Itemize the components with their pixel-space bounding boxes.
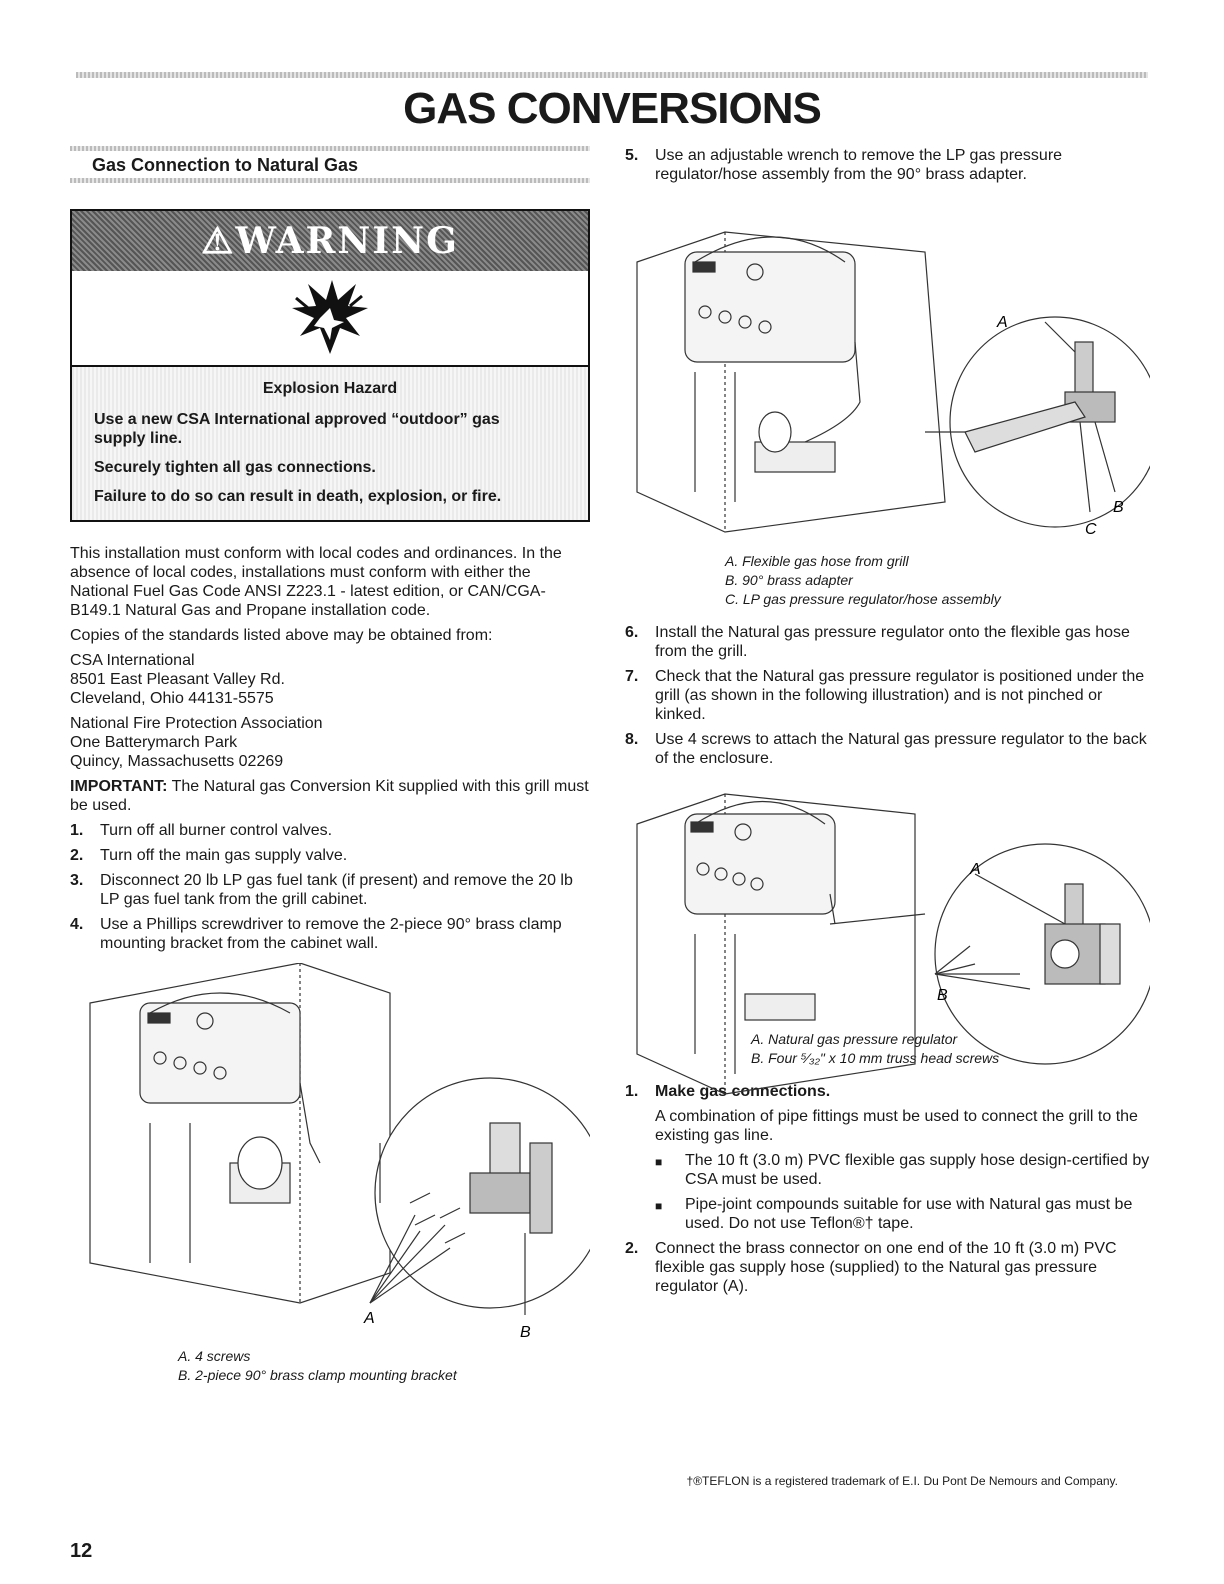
page-title: GAS CONVERSIONS xyxy=(403,84,822,133)
warning-line-1: Use a new CSA International approved “ou… xyxy=(94,411,500,447)
important-note: IMPORTANT: The Natural gas Conversion Ki… xyxy=(70,777,590,815)
step-text: Use a Phillips screwdriver to remove the… xyxy=(100,916,562,952)
caption-line: B. 2-piece 90° brass clamp mounting brac… xyxy=(178,1367,457,1383)
warning-header: ⚠WARNING xyxy=(72,211,588,271)
step-text: Disconnect 20 lb LP gas fuel tank (if pr… xyxy=(100,872,573,908)
left-column: Gas Connection to Natural Gas ⚠WARNING E… xyxy=(70,146,606,1383)
caption-line: B. Four ⁵⁄₃₂" x 10 mm truss head screws xyxy=(751,1050,1000,1066)
step-5-list: 5. Use an adjustable wrench to remove the… xyxy=(625,146,1150,184)
warning-text: Explosion Hazard Use a new CSA Internati… xyxy=(72,365,588,520)
footnote: †®TEFLON is a registered trademark of E.… xyxy=(686,1474,1118,1488)
bullet-item: ■ Pipe-joint compounds suitable for use w… xyxy=(655,1195,1150,1233)
step-number: 1. xyxy=(70,822,84,839)
right-column: 5. Use an adjustable wrench to remove the… xyxy=(625,146,1161,1302)
figure-label-b: B xyxy=(520,1324,531,1341)
figure-label-a: A xyxy=(996,314,1008,331)
bullet-item: ■ The 10 ft (3.0 m) PVC flexible gas supp… xyxy=(655,1151,1150,1189)
step-number: 7. xyxy=(625,668,639,685)
bullet-text: Pipe-joint compounds suitable for use wi… xyxy=(685,1196,1133,1232)
step-item: 2. Turn off the main gas supply valve. xyxy=(70,846,590,865)
step-item: 5. Use an adjustable wrench to remove the… xyxy=(625,146,1150,184)
warning-label: ⚠WARNING xyxy=(201,220,459,262)
address-line: One Batterymarch Park xyxy=(70,734,238,751)
bullet-square-icon: ■ xyxy=(655,1199,663,1213)
step-text: Turn off the main gas supply valve. xyxy=(100,847,348,864)
caption-line: A. Flexible gas hose from grill xyxy=(725,553,909,569)
page-number: 12 xyxy=(70,1540,93,1562)
warning-line-2: Securely tighten all gas connections. xyxy=(94,459,376,476)
address-line: National Fire Protection Association xyxy=(70,715,323,732)
step-number: 2. xyxy=(70,847,84,864)
wrench-figure: A B C xyxy=(625,192,1161,552)
step-number: 4. xyxy=(70,916,84,933)
figure-label-c: C xyxy=(1085,521,1097,538)
warning-box: ⚠WARNING Explosion Hazard Use a new CSA … xyxy=(70,209,590,522)
warning-line-3: Failure to do so can result in death, ex… xyxy=(94,488,502,505)
figure-caption: A. Natural gas pressure regulator B. Fou… xyxy=(751,1030,1150,1068)
step-number: 6. xyxy=(625,624,639,641)
step-text: Use an adjustable wrench to remove the L… xyxy=(655,147,1063,183)
intro-paragraph: This installation must conform with loca… xyxy=(70,545,562,619)
step-number: 8. xyxy=(625,731,639,748)
grill-bracket-illustration: A B xyxy=(89,962,606,1341)
step-number: 1. xyxy=(625,1083,639,1100)
explosion-icon xyxy=(72,271,588,365)
address-csa: CSA International 8501 East Pleasant Val… xyxy=(70,651,590,708)
step-item: 3. Disconnect 20 lb LP gas fuel tank (if … xyxy=(70,871,590,909)
left-steps: 1. Turn off all burner control valves. 2.… xyxy=(70,821,590,953)
step-item: 8. Use 4 screws to attach the Natural gas… xyxy=(625,730,1150,768)
caption-line: B. 90° brass adapter xyxy=(725,572,853,588)
figure-label-a: A xyxy=(969,861,981,878)
bullet-square-icon: ■ xyxy=(655,1155,663,1169)
address-line: 8501 East Pleasant Valley Rd. xyxy=(70,671,285,688)
step-number: 2. xyxy=(625,1240,639,1257)
step-item: 2. Connect the brass connector on one end… xyxy=(625,1239,1150,1296)
heading-rule-top xyxy=(70,146,590,151)
caption-line: A. 4 screws xyxy=(178,1348,251,1364)
step-item: 7. Check that the Natural gas pressure re… xyxy=(625,667,1150,724)
step-text: Check that the Natural gas pressure regu… xyxy=(655,668,1145,723)
heading-rule-bottom xyxy=(70,178,590,183)
grill-regulator-illustration: A B xyxy=(636,793,1156,1095)
bullet-list: ■ The 10 ft (3.0 m) PVC flexible gas supp… xyxy=(655,1151,1150,1233)
step-text: Use 4 screws to attach the Natural gas p… xyxy=(655,731,1147,767)
figure-caption: A. 4 screws B. 2-piece 90° brass clamp m… xyxy=(178,1347,457,1385)
step-text: Turn off all burner control valves. xyxy=(100,822,333,839)
step-text: Connect the brass connector on one end o… xyxy=(655,1240,1117,1295)
address-line: Quincy, Massachusetts 02269 xyxy=(70,753,284,770)
bullet-text: The 10 ft (3.0 m) PVC flexible gas suppl… xyxy=(685,1152,1150,1188)
right-steps: 6. Install the Natural gas pressure regul… xyxy=(625,623,1150,768)
regulator-figure: A B xyxy=(625,774,1156,1114)
copies-paragraph: Copies of the standards listed above may… xyxy=(70,627,493,644)
address-line: Cleveland, Ohio 44131-5575 xyxy=(70,690,274,707)
address-nfpa: National Fire Protection Association One… xyxy=(70,714,590,771)
hazard-title: Explosion Hazard xyxy=(262,380,398,397)
top-rule xyxy=(76,72,1148,78)
figure-label-b: B xyxy=(937,987,948,1004)
important-label: IMPORTANT: xyxy=(70,778,168,795)
caption-line: A. Natural gas pressure regulator xyxy=(751,1031,958,1047)
bracket-figure: A B A. 4 screws B. 2-piece 90° brass cla… xyxy=(70,962,606,1383)
step-number: 3. xyxy=(70,872,84,889)
step-number: 5. xyxy=(625,147,639,164)
connection-body: A combination of pipe fittings must be u… xyxy=(655,1108,1138,1144)
grill-adapter-illustration: A B C xyxy=(636,231,1161,538)
step-text: Install the Natural gas pressure regulat… xyxy=(655,624,1130,660)
figure-label-b: B xyxy=(1113,499,1124,516)
step-item: 4. Use a Phillips screwdriver to remove t… xyxy=(70,915,590,953)
address-line: CSA International xyxy=(70,652,195,669)
connection-steps-2: 2. Connect the brass connector on one end… xyxy=(625,1239,1150,1296)
figure-label-a: A xyxy=(363,1310,375,1327)
figure-caption: A. Flexible gas hose from grill B. 90° b… xyxy=(725,552,1150,609)
step-item: 6. Install the Natural gas pressure regul… xyxy=(625,623,1150,661)
step-item: 1. Turn off all burner control valves. xyxy=(70,821,590,840)
section-heading: Gas Connection to Natural Gas xyxy=(92,155,359,175)
important-text: The Natural gas Conversion Kit supplied … xyxy=(70,778,589,814)
caption-line: C. LP gas pressure regulator/hose assemb… xyxy=(725,591,1001,607)
